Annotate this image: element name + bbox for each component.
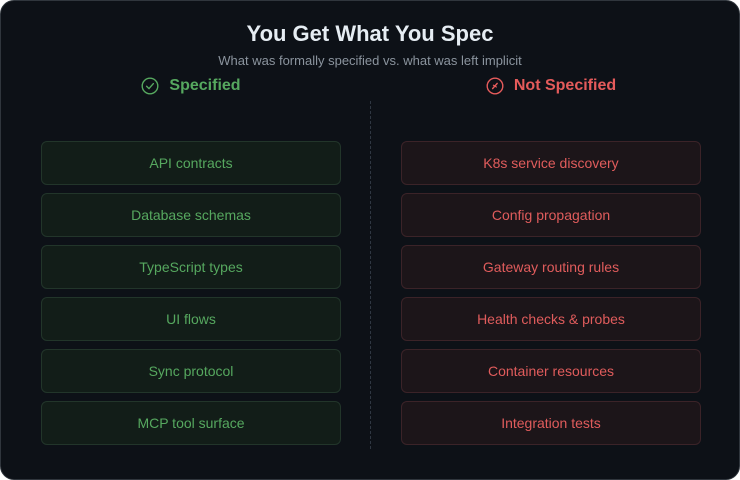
not-specified-item: K8s service discovery xyxy=(401,141,701,185)
diagram-title: You Get What You Spec xyxy=(246,21,494,46)
specified-list: API contracts Database schemas TypeScrip… xyxy=(41,141,341,445)
check-circle-icon xyxy=(141,77,159,95)
not-specified-header: Not Specified xyxy=(401,75,701,97)
not-specified-item: Gateway routing rules xyxy=(401,245,701,289)
diagram-subtitle: What was formally specified vs. what was… xyxy=(218,53,522,68)
not-specified-list: K8s service discovery Config propagation… xyxy=(401,141,701,445)
specified-item: MCP tool surface xyxy=(41,401,341,445)
specified-heading: Specified xyxy=(169,77,241,94)
column-divider xyxy=(370,101,371,449)
not-specified-heading: Not Specified xyxy=(513,77,617,94)
specified-header: Specified xyxy=(41,75,341,97)
specified-item: UI flows xyxy=(41,297,341,341)
x-circle-icon xyxy=(486,77,504,95)
specified-item: Sync protocol xyxy=(41,349,341,393)
not-specified-item: Health checks & probes xyxy=(401,297,701,341)
specified-item: TypeScript types xyxy=(41,245,341,289)
specified-item: API contracts xyxy=(41,141,341,185)
specified-item: Database schemas xyxy=(41,193,341,237)
not-specified-item: Integration tests xyxy=(401,401,701,445)
not-specified-item: Container resources xyxy=(401,349,701,393)
not-specified-item: Config propagation xyxy=(401,193,701,237)
